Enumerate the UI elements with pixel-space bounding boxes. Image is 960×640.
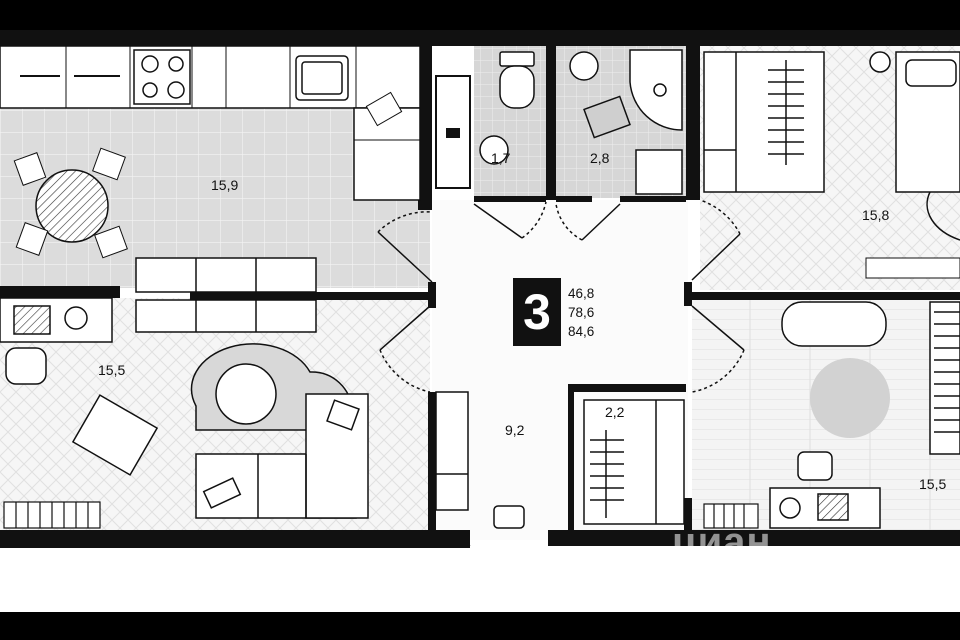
area-kitchen: 15,9 (211, 177, 239, 193)
rug-top (926, 191, 960, 241)
stove-icon (133, 49, 191, 105)
radiator-left (3, 501, 101, 529)
total-area-with-balcony-value: 84,6 (568, 324, 595, 339)
sofa-right-icon (781, 301, 887, 347)
hangers-icon (768, 60, 804, 165)
closet-hangers-icon (583, 399, 685, 525)
coffee-table-icon (215, 363, 277, 425)
apartment-areas: 46,8 78,6 84,6 (568, 284, 594, 341)
bed-icon (895, 51, 960, 193)
chair-right-icon (797, 451, 833, 481)
watermark-logo: циан (672, 520, 772, 564)
kitchen-counter (0, 45, 421, 109)
area-toilet: 1,7 (491, 150, 511, 166)
sink-icon (295, 55, 349, 101)
radiator-right (703, 503, 759, 529)
armchair-icon (5, 347, 159, 476)
area-hallway: 9,2 (505, 422, 525, 438)
hallway-cabinet (435, 391, 469, 511)
area-living-left: 15,5 (98, 362, 126, 378)
wardrobe-top (703, 51, 825, 193)
area-bedroom-bottom-right: 15,5 (919, 476, 947, 492)
bathroom-fixtures (569, 49, 683, 195)
toilet-icon (479, 51, 535, 165)
sofa-icon (190, 343, 369, 519)
bottom-strip (0, 546, 960, 612)
shoe-rack-icon (493, 505, 525, 529)
dining-table-icon (13, 147, 128, 259)
living-area-value: 46,8 (568, 286, 595, 301)
desk-right (769, 487, 881, 529)
total-area-value: 78,6 (568, 305, 595, 320)
closet-small (435, 75, 471, 189)
round-rug (810, 358, 890, 438)
bottom-strip-wall (0, 546, 470, 548)
walls (0, 30, 960, 546)
nightstand-icon (869, 51, 891, 73)
bottom-frame (0, 612, 960, 640)
rooms-count-badge: 3 (513, 278, 561, 346)
sideboard (135, 257, 317, 333)
fridge-appliance-icon (365, 91, 403, 127)
tv-unit (0, 297, 113, 343)
wardrobe-right (929, 301, 960, 455)
area-bedroom-top-right: 15,8 (862, 207, 890, 223)
area-closet: 2,2 (605, 404, 625, 420)
area-bathroom: 2,8 (590, 150, 610, 166)
fridge (353, 107, 421, 201)
bedroom-top-shelf (865, 257, 960, 279)
